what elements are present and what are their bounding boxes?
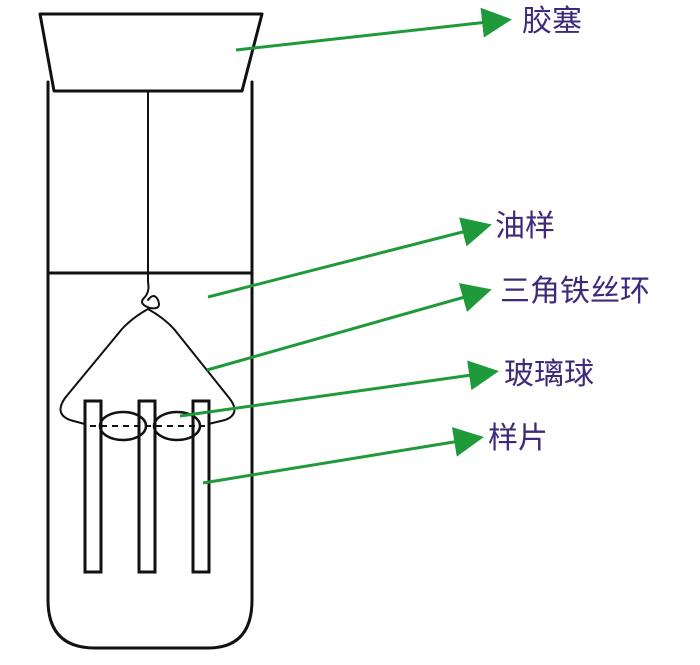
label-sample-piece: 样片 — [488, 421, 548, 456]
arrow-glass-ball — [179, 360, 499, 418]
wire-loop — [141, 269, 160, 310]
label-oil-sample: 油样 — [495, 209, 555, 244]
glass-ball-left — [98, 410, 148, 442]
arrow-oil-sample — [207, 217, 492, 299]
sample-slip-right — [191, 399, 211, 574]
label-wire-ring: 三角铁丝环 — [500, 274, 650, 309]
sample-slip-left — [83, 399, 103, 574]
triangular-wire-ring — [59, 308, 236, 427]
label-stopper: 胶塞 — [522, 4, 582, 39]
sample-slip-middle — [137, 399, 157, 574]
test-tube — [46, 80, 254, 650]
arrow-sample-piece — [202, 427, 484, 485]
arrow-stopper — [235, 7, 512, 52]
label-glass-ball: 玻璃球 — [504, 357, 594, 392]
rubber-stopper — [38, 12, 264, 93]
glass-ball-right — [152, 410, 202, 442]
arrow-wire-ring — [206, 283, 492, 372]
